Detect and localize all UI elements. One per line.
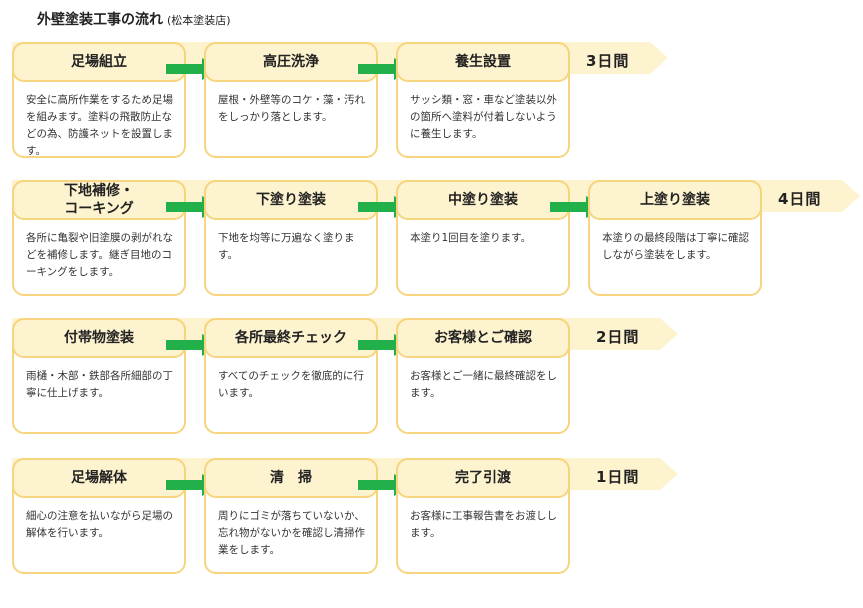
process-row-4: 1日間 足場解体 細心の注意を払いながら足場の解体を行います。 清 掃 周りにゴ…	[0, 458, 863, 608]
step-card: 上塗り塗装 本塗りの最終段階は丁寧に確認しながら塗装をします。	[588, 180, 762, 296]
step-description: 各所に亀裂や旧塗膜の剥がれなどを補修します。継ぎ目地のコーキングをします。	[26, 232, 173, 278]
step-title: 足場解体	[12, 458, 186, 498]
page-title: 外壁塗装工事の流れ (松本塗装店)	[37, 9, 231, 29]
step-title: 完了引渡	[396, 458, 570, 498]
step-card: 高圧洗浄 屋根・外壁等のコケ・藻・汚れをしっかり落とします。	[204, 42, 378, 158]
step-card: 養生設置 サッシ類・窓・車など塗装以外の箇所へ塗料が付着しないように養生します。	[396, 42, 570, 158]
step-title: 足場組立	[12, 42, 186, 82]
duration-label: 3日間	[586, 52, 630, 70]
step-description: お客様に工事報告書をお渡しします。	[410, 510, 557, 539]
step-title: お客様とご確認	[396, 318, 570, 358]
step-description: 周りにゴミが落ちていないか、忘れ物がないかを確認し清掃作業をします。	[218, 510, 365, 556]
process-row-1: 3日間 足場組立 安全に高所作業をするため足場を組みます。塗料の飛散防止などの為…	[0, 42, 863, 192]
step-card: 足場組立 安全に高所作業をするため足場を組みます。塗料の飛散防止などの為、防護ネ…	[12, 42, 186, 158]
duration-label: 4日間	[778, 190, 822, 208]
step-card: 下地補修・ コーキング 各所に亀裂や旧塗膜の剥がれなどを補修します。継ぎ目地のコ…	[12, 180, 186, 296]
step-description: お客様とご一緒に最終確認をします。	[410, 370, 557, 399]
step-description: 安全に高所作業をするため足場を組みます。塗料の飛散防止などの為、防護ネットを設置…	[26, 94, 173, 157]
step-title: 下塗り塗装	[204, 180, 378, 220]
step-card: お客様とご確認 お客様とご一緒に最終確認をします。	[396, 318, 570, 434]
step-title: 下地補修・ コーキング	[12, 180, 186, 220]
step-card: 各所最終チェック すべてのチェックを徹底的に行います。	[204, 318, 378, 434]
step-description: 本塗りの最終段階は丁寧に確認しながら塗装をします。	[602, 232, 749, 261]
duration-label: 2日間	[596, 328, 640, 346]
step-title: 養生設置	[396, 42, 570, 82]
step-card: 清 掃 周りにゴミが落ちていないか、忘れ物がないかを確認し清掃作業をします。	[204, 458, 378, 574]
step-card: 足場解体 細心の注意を払いながら足場の解体を行います。	[12, 458, 186, 574]
step-description: 細心の注意を払いながら足場の解体を行います。	[26, 510, 173, 539]
step-description: 雨樋・木部・鉄部各所細部の丁寧に仕上げます。	[26, 370, 173, 399]
step-card: 完了引渡 お客様に工事報告書をお渡しします。	[396, 458, 570, 574]
step-description: 本塗り1回目を塗ります。	[410, 232, 532, 244]
step-title: 高圧洗浄	[204, 42, 378, 82]
title-subtitle: (松本塗装店)	[167, 14, 231, 27]
step-title: 上塗り塗装	[588, 180, 762, 220]
step-title: 各所最終チェック	[204, 318, 378, 358]
step-title: 付帯物塗装	[12, 318, 186, 358]
step-title: 清 掃	[204, 458, 378, 498]
step-description: 屋根・外壁等のコケ・藻・汚れをしっかり落とします。	[218, 94, 365, 123]
step-card: 中塗り塗装 本塗り1回目を塗ります。	[396, 180, 570, 296]
process-row-3: 2日間 付帯物塗装 雨樋・木部・鉄部各所細部の丁寧に仕上げます。 各所最終チェッ…	[0, 318, 863, 468]
step-description: すべてのチェックを徹底的に行います。	[218, 370, 364, 399]
step-description: 下地を均等に万遍なく塗ります。	[218, 232, 355, 261]
process-row-2: 4日間 下地補修・ コーキング 各所に亀裂や旧塗膜の剥がれなどを補修します。継ぎ…	[0, 180, 863, 330]
title-text: 外壁塗装工事の流れ	[37, 12, 163, 28]
step-card: 下塗り塗装 下地を均等に万遍なく塗ります。	[204, 180, 378, 296]
step-card: 付帯物塗装 雨樋・木部・鉄部各所細部の丁寧に仕上げます。	[12, 318, 186, 434]
duration-label: 1日間	[596, 468, 640, 486]
step-description: サッシ類・窓・車など塗装以外の箇所へ塗料が付着しないように養生します。	[410, 94, 557, 140]
step-title: 中塗り塗装	[396, 180, 570, 220]
